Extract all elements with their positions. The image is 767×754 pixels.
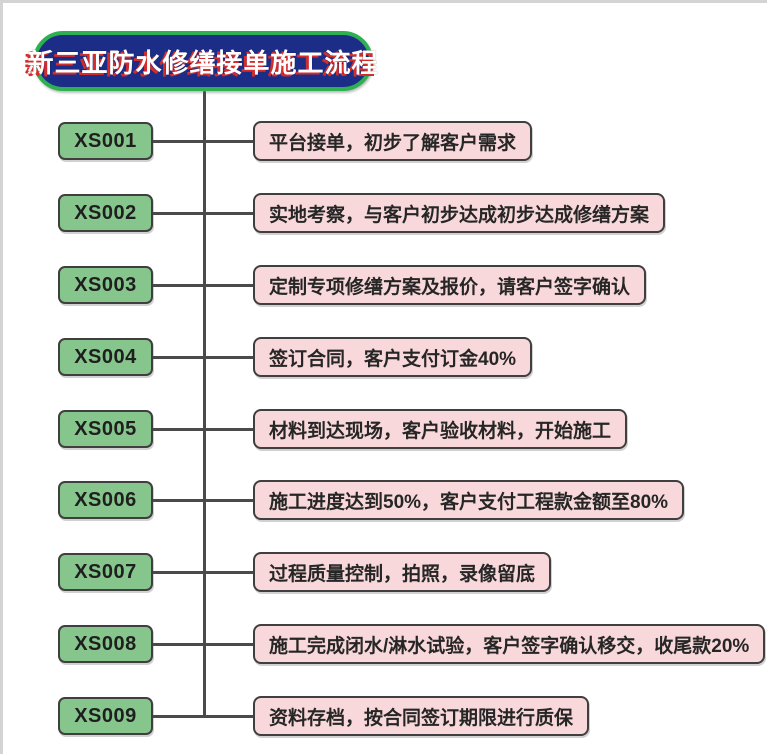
connector-line: [153, 283, 253, 287]
step-code: XS009: [74, 704, 137, 727]
step-code-box: XS003: [58, 266, 153, 304]
step-label-box: 施工完成闭水/淋水试验，客户签字确认移交，收尾款20%: [253, 624, 766, 664]
connector-line: [153, 714, 253, 718]
step-label: 资料存档，按合同签订期限进行质保: [269, 707, 574, 729]
step-label-box: 平台接单，初步了解客户需求: [253, 121, 533, 161]
step-code-box: XS007: [58, 553, 153, 591]
step-code-box: XS002: [58, 194, 153, 232]
step-label-box: 定制专项修缮方案及报价，请客户签字确认: [253, 265, 647, 305]
step-label: 定制专项修缮方案及报价，请客户签字确认: [269, 276, 631, 298]
flow-row: XS003 定制专项修缮方案及报价，请客户签字确认: [58, 265, 647, 305]
flow-row: XS006 施工进度达到50%，客户支付工程款金额至80%: [58, 480, 685, 520]
step-code: XS007: [74, 560, 137, 583]
step-code: XS003: [74, 273, 137, 296]
step-label-box: 资料存档，按合同签订期限进行质保: [253, 696, 590, 736]
step-code-box: XS001: [58, 122, 153, 160]
flow-row: XS007 过程质量控制，拍照，录像留底: [58, 552, 552, 592]
step-code: XS004: [74, 345, 137, 368]
connector-line: [153, 570, 253, 574]
connector-line: [153, 498, 253, 502]
connector-line: [153, 427, 253, 431]
connector-line: [153, 211, 253, 215]
step-label: 施工完成闭水/淋水试验，客户签字确认移交，收尾款20%: [269, 635, 750, 657]
flow-row: XS005 材料到达现场，客户验收材料，开始施工: [58, 409, 628, 449]
step-code-box: XS008: [58, 625, 153, 663]
flow-row: XS001 平台接单，初步了解客户需求: [58, 121, 533, 161]
step-label-box: 过程质量控制，拍照，录像留底: [253, 552, 552, 592]
step-code: XS008: [74, 632, 137, 655]
step-label-box: 施工进度达到50%，客户支付工程款金额至80%: [253, 480, 685, 520]
step-code-box: XS005: [58, 410, 153, 448]
step-code: XS006: [74, 488, 137, 511]
step-code-box: XS009: [58, 697, 153, 735]
flow-row: XS009 资料存档，按合同签订期限进行质保: [58, 696, 590, 736]
step-code: XS001: [74, 129, 137, 152]
flowchart-title: 新三亚防水修缮接单施工流程: [27, 47, 379, 78]
flow-row: XS008 施工完成闭水/淋水试验，客户签字确认移交，收尾款20%: [58, 624, 766, 664]
flow-row: XS004 签订合同，客户支付订金40%: [58, 337, 533, 377]
step-label: 施工进度达到50%，客户支付工程款金额至80%: [269, 491, 669, 513]
step-label-box: 实地考察，与客户初步达成初步达成修缮方案: [253, 193, 666, 233]
step-code-box: XS006: [58, 481, 153, 519]
step-label: 过程质量控制，拍照，录像留底: [269, 563, 536, 585]
flow-row: XS002 实地考察，与客户初步达成初步达成修缮方案: [58, 193, 666, 233]
connector-line: [153, 355, 253, 359]
step-code: XS002: [74, 201, 137, 224]
step-label-box: 材料到达现场，客户验收材料，开始施工: [253, 409, 628, 449]
step-code-box: XS004: [58, 338, 153, 376]
step-label-box: 签订合同，客户支付订金40%: [253, 337, 533, 377]
flowchart-title-node: 新三亚防水修缮接单施工流程: [28, 31, 378, 91]
connector-line: [153, 139, 253, 143]
step-label: 实地考察，与客户初步达成初步达成修缮方案: [269, 204, 650, 226]
connector-line: [153, 642, 253, 646]
step-label: 材料到达现场，客户验收材料，开始施工: [269, 420, 612, 442]
trunk-connector-line: [203, 91, 206, 718]
step-code: XS005: [74, 417, 137, 440]
step-label: 平台接单，初步了解客户需求: [269, 132, 517, 154]
step-label: 签订合同，客户支付订金40%: [269, 348, 517, 370]
